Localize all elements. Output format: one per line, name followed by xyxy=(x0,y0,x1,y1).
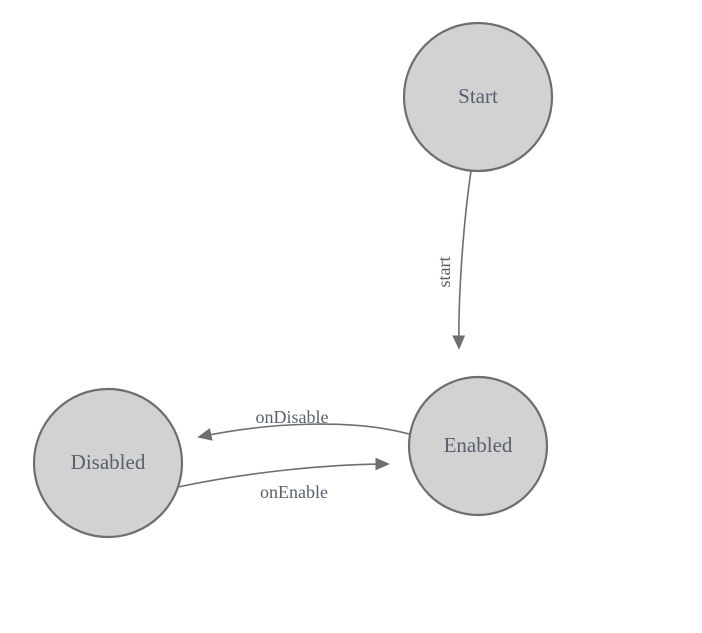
edge-path-ondisable xyxy=(197,423,410,441)
state-node-disabled[interactable]: Disabled xyxy=(32,387,184,539)
state-label-disabled: Disabled xyxy=(71,450,146,474)
nodes-layer: Start Disabled Enabled xyxy=(32,21,554,539)
edge-label-start: start xyxy=(434,257,454,288)
edge-path-onenable xyxy=(177,457,390,488)
state-label-enabled: Enabled xyxy=(444,433,513,457)
edge-enabled-to-disabled[interactable]: onDisable xyxy=(197,407,410,441)
edge-start-to-enabled[interactable]: start xyxy=(434,170,472,350)
edge-label-onenable: onEnable xyxy=(260,482,328,502)
state-circle-enabled[interactable] xyxy=(407,375,549,517)
state-node-enabled[interactable]: Enabled xyxy=(407,375,549,517)
state-label-start: Start xyxy=(458,84,498,108)
state-node-start[interactable]: Start xyxy=(402,21,554,173)
edge-disabled-to-enabled[interactable]: onEnable xyxy=(177,457,390,502)
state-circle-disabled[interactable] xyxy=(32,387,184,539)
edge-label-ondisable: onDisable xyxy=(256,407,329,427)
edge-path-start xyxy=(452,170,472,350)
state-circle-start[interactable] xyxy=(402,21,554,173)
edges-layer: start onDisable onEnable xyxy=(177,170,472,502)
